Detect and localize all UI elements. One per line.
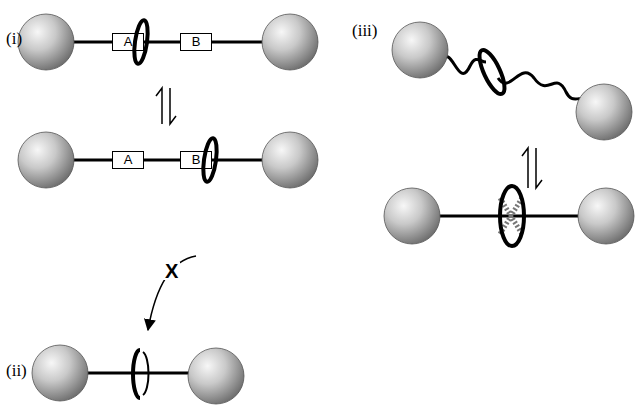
binding-interactions: [500, 198, 522, 234]
flexible-thread: [498, 73, 584, 100]
equilibrium-arrows: [156, 88, 176, 124]
segment-box: B: [180, 33, 212, 51]
stopper-sphere: [262, 132, 318, 188]
blocked-arrow: [148, 256, 196, 330]
axle-line: [212, 159, 263, 162]
stopper-sphere: [384, 188, 440, 244]
stopper-sphere: [578, 188, 634, 244]
panel-label: (i): [6, 30, 22, 48]
axle-line: [73, 159, 112, 162]
macrocycle-ring: [201, 137, 219, 182]
stopper-sphere: [262, 14, 318, 70]
axle-connector: [144, 159, 180, 162]
station-letter: A: [124, 153, 133, 167]
equilibrium-arrows: [522, 148, 542, 188]
macrocycle-ring: [133, 350, 140, 398]
macrocycle-ring: [500, 186, 524, 246]
macrocycle-ring: [475, 47, 510, 97]
stopper-sphere: [576, 84, 632, 140]
axle-connector: [144, 41, 180, 44]
axle-lines: [73, 42, 263, 160]
station-letter: B: [192, 153, 201, 167]
macrocycle-ring: [132, 19, 150, 64]
axle-line: [84, 372, 190, 375]
stopper-sphere: [18, 132, 74, 188]
segment-box: A: [112, 33, 144, 51]
stopper-sphere: [32, 345, 88, 401]
segment-box: B: [180, 151, 212, 169]
connectors: [144, 42, 180, 160]
station-letter: A: [124, 35, 133, 49]
axle-line: [73, 41, 112, 44]
panel-label: (iii): [352, 22, 378, 40]
station-letter: B: [192, 35, 201, 49]
panel-label: (ii): [6, 362, 27, 380]
stopper-sphere: [18, 14, 74, 70]
stopper-sphere: [392, 22, 448, 78]
stopper-sphere: [188, 348, 244, 404]
segment-box: A: [112, 151, 144, 169]
axle-line: [212, 41, 263, 44]
macrocycle-ring: [143, 352, 149, 395]
blocked-mark: X: [163, 262, 180, 280]
